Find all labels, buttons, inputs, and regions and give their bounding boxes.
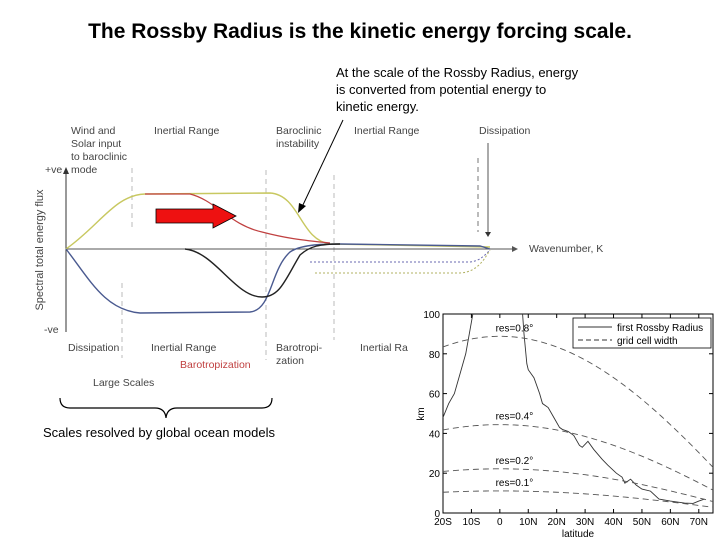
annotation-pointer-arrow [301, 119, 344, 208]
label-inertial-range-top-2: Inertial Range [354, 125, 420, 137]
x-tick-label: 70N [690, 517, 708, 528]
y-arrowhead [63, 167, 69, 174]
label-inertial-range-bottom-2: Inertial Ra [360, 342, 408, 354]
label-wind-solar: Wind and Solar input to baroclinic mode [71, 125, 127, 177]
grid-width-line [442, 468, 714, 503]
annotation-pointer-head [298, 203, 306, 213]
black-flux-curve [184, 243, 341, 298]
rossby-radius-line [522, 313, 705, 504]
label-plus-ve: +ve [45, 164, 63, 176]
label-line: zation [276, 355, 305, 367]
resolution-label: res=0.4° [496, 412, 534, 423]
x-tick-label: 40N [604, 517, 622, 528]
y-axis-label: Spectral total energy flux [34, 189, 46, 311]
label-line: Baroclinic [276, 125, 322, 137]
x-arrowhead [512, 246, 518, 252]
red-flux-curve [145, 193, 331, 244]
dotted-flux-curve [310, 249, 491, 263]
y-tick-label: 80 [429, 350, 441, 361]
legend: first Rossby Radius grid cell width [572, 317, 712, 349]
grid-width-line [442, 335, 714, 468]
label-barotropization-red: Barotropization [180, 359, 251, 371]
label-baroclinic-instability: Baroclinic instability [276, 125, 322, 151]
x-tick-label: 10S [463, 517, 481, 528]
scale-brace [59, 397, 273, 419]
y-tick-label: 100 [423, 310, 440, 321]
grid-width-line [442, 490, 714, 508]
annotation-line-1: At the scale of the Rossby Radius, energ… [336, 65, 579, 80]
x-tick-label: 30N [576, 517, 594, 528]
grid-width-line [442, 424, 714, 491]
dissipation-arrowhead [485, 232, 491, 237]
x-tick-label: 50N [633, 517, 651, 528]
blue-flux-curve [65, 243, 491, 314]
label-barotropization: Barotropi- zation [276, 342, 322, 368]
rossby-radius-line [442, 313, 474, 418]
label-dissipation-bottom: Dissipation [68, 342, 120, 354]
label-line: instability [276, 138, 320, 150]
label-inertial-range-top-1: Inertial Range [154, 125, 220, 137]
x-tick-label: 0 [497, 517, 503, 528]
resolution-label: res=0.2° [496, 456, 534, 467]
label-line: Barotropi- [276, 342, 323, 354]
label-line: to baroclinic [71, 151, 128, 163]
label-line: Wind and [71, 125, 116, 137]
inset-x-label: latitude [562, 529, 595, 540]
label-dissipation-top: Dissipation [479, 125, 531, 137]
label-large-scales: Large Scales [93, 377, 155, 389]
x-tick-label: 20S [434, 517, 452, 528]
dotted-flux-curve [315, 249, 491, 274]
x-axis-label: Wavenumber, K [529, 243, 604, 255]
y-tick-label: 20 [429, 469, 441, 480]
label-line: mode [71, 164, 98, 176]
label-minus-ve: -ve [44, 324, 59, 336]
y-tick-label: 0 [434, 509, 440, 520]
inset-y-label: km [416, 407, 427, 420]
annotation-line-3: kinetic energy. [336, 99, 419, 114]
yellow-flux-curve [65, 192, 491, 250]
y-tick-label: 60 [429, 390, 441, 401]
label-inertial-range-bottom-1: Inertial Range [151, 342, 217, 354]
annotation-line-2: is converted from potential energy to [336, 82, 547, 97]
slide-title: The Rossby Radius is the kinetic energy … [88, 20, 632, 43]
legend-box [572, 317, 712, 349]
resolution-label: res=0.8° [496, 323, 534, 334]
legend-entry: first Rossby Radius [617, 323, 703, 334]
x-tick-label: 60N [661, 517, 679, 528]
brace-label: Scales resolved by global ocean models [43, 425, 275, 440]
legend-entry: grid cell width [617, 336, 678, 347]
y-tick-label: 40 [429, 429, 441, 440]
red-arrow [155, 203, 237, 229]
x-tick-label: 10N [519, 517, 537, 528]
resolution-label: res=0.1° [496, 478, 534, 489]
label-line: Solar input [71, 138, 122, 150]
x-tick-label: 20N [548, 517, 566, 528]
